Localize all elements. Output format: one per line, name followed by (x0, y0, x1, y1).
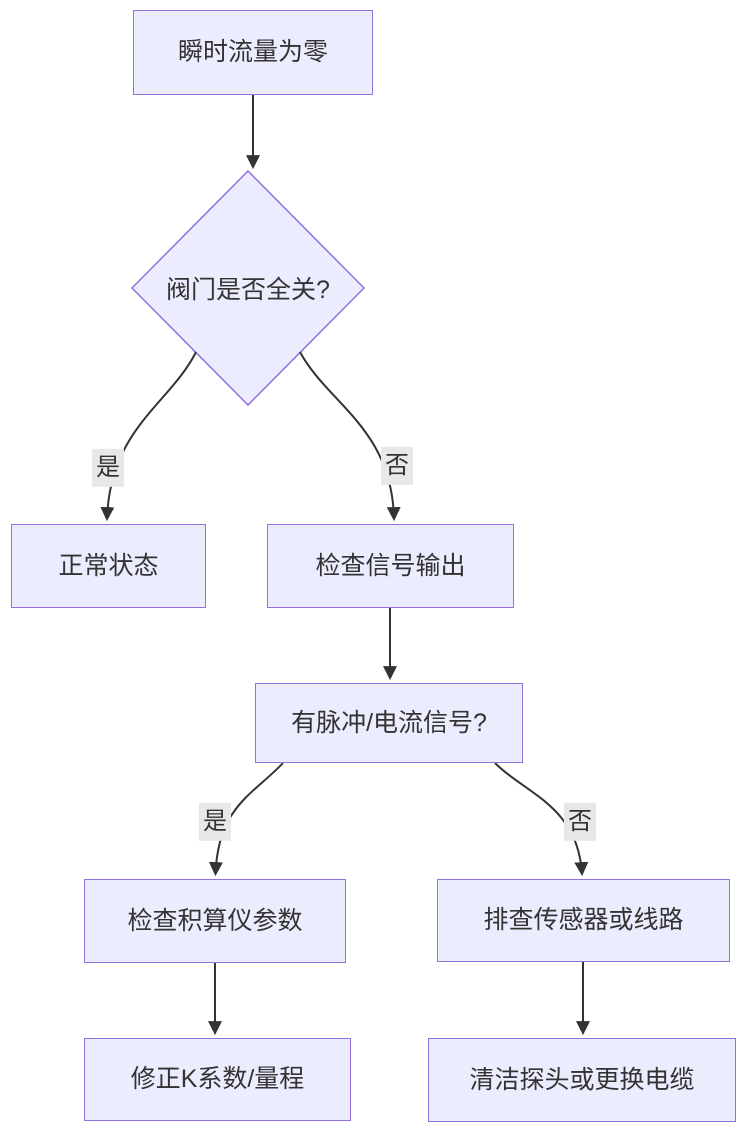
decision-diamond-shape (130, 169, 366, 407)
node-valve-question-label: 阀门是否全关? (166, 276, 330, 304)
edge-label-yes-2: 是 (199, 802, 231, 842)
node-normal-state: 正常状态 (11, 524, 206, 608)
edge-valve-question-to-normal-state (100, 351, 197, 522)
node-check-signal: 检查信号输出 (267, 524, 514, 608)
node-check-sensor: 排查传感器或线路 (437, 879, 730, 962)
node-start: 瞬时流量为零 (133, 10, 373, 95)
edge-label-yes-1: 是 (92, 448, 124, 488)
node-pulse-question: 有脉冲/电流信号? (255, 683, 523, 763)
edge-pulse-question-to-check-totalizer (208, 762, 284, 877)
node-clean-probe: 清洁探头或更换电缆 (428, 1038, 736, 1122)
edge-label-no-1: 否 (381, 446, 413, 486)
edge-pulse-question-to-check-sensor (494, 762, 589, 877)
edge-valve-question-to-check-signal (299, 351, 401, 522)
node-check-totalizer: 检查积算仪参数 (84, 879, 346, 963)
node-fix-k-factor: 修正K系数/量程 (84, 1038, 351, 1121)
edge-label-no-2: 否 (564, 802, 596, 842)
